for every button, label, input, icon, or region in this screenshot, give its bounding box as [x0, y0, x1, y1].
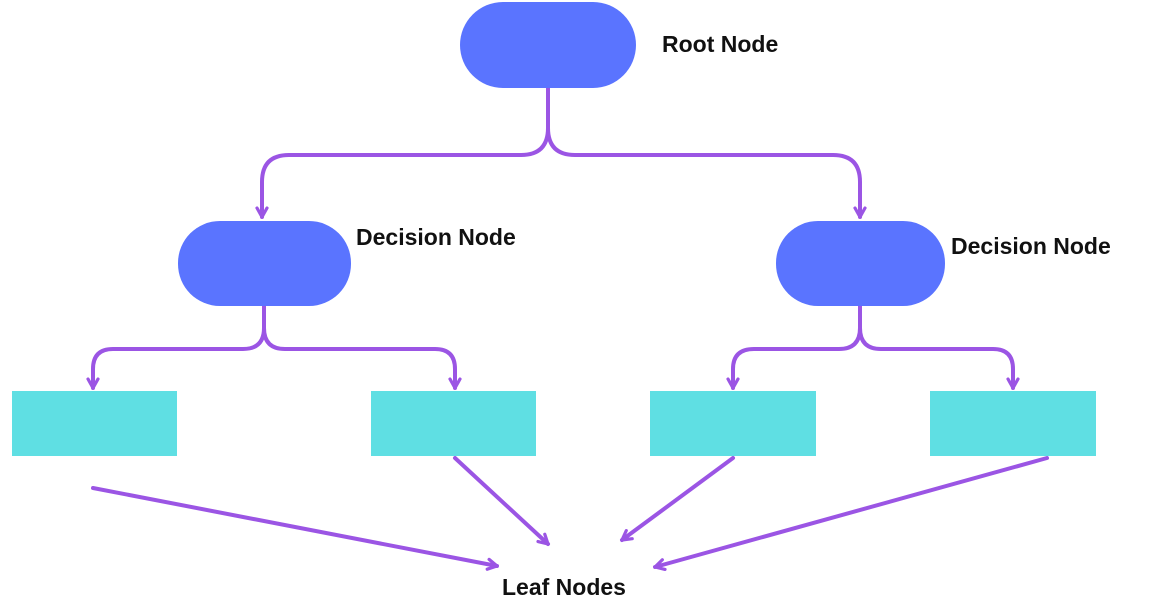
- right-decision-to-leaf-4-connector: [858, 304, 1020, 390]
- left-decision-to-leaf-2-connector: [262, 304, 462, 390]
- root-node: [460, 2, 636, 88]
- leaf-4-to-label-arrow: [653, 456, 1049, 572]
- connectors: [86, 86, 1049, 572]
- decision-node-right-label: Decision Node: [951, 233, 1111, 259]
- root-to-left-decision-connector: [255, 86, 550, 219]
- decision-node-left: [178, 221, 351, 306]
- leaf-nodes-label: Leaf Nodes: [502, 574, 626, 600]
- decision-node-right: [776, 221, 945, 306]
- root-to-right-decision-connector: [546, 86, 867, 219]
- leaf-node-3: [650, 391, 816, 456]
- leaf-node-2: [371, 391, 536, 456]
- leaf-node-1: [12, 391, 177, 456]
- left-decision-to-leaf-1-connector: [86, 304, 266, 390]
- leaf-2-to-label-arrow: [453, 456, 550, 546]
- root-node-label: Root Node: [662, 31, 778, 57]
- leaf-1-to-label-arrow: [91, 486, 499, 571]
- leaf-3-to-label-arrow: [620, 456, 735, 542]
- leaf-node-4: [930, 391, 1096, 456]
- right-decision-to-leaf-3-connector: [726, 304, 862, 390]
- decision-node-left-label: Decision Node: [356, 224, 516, 250]
